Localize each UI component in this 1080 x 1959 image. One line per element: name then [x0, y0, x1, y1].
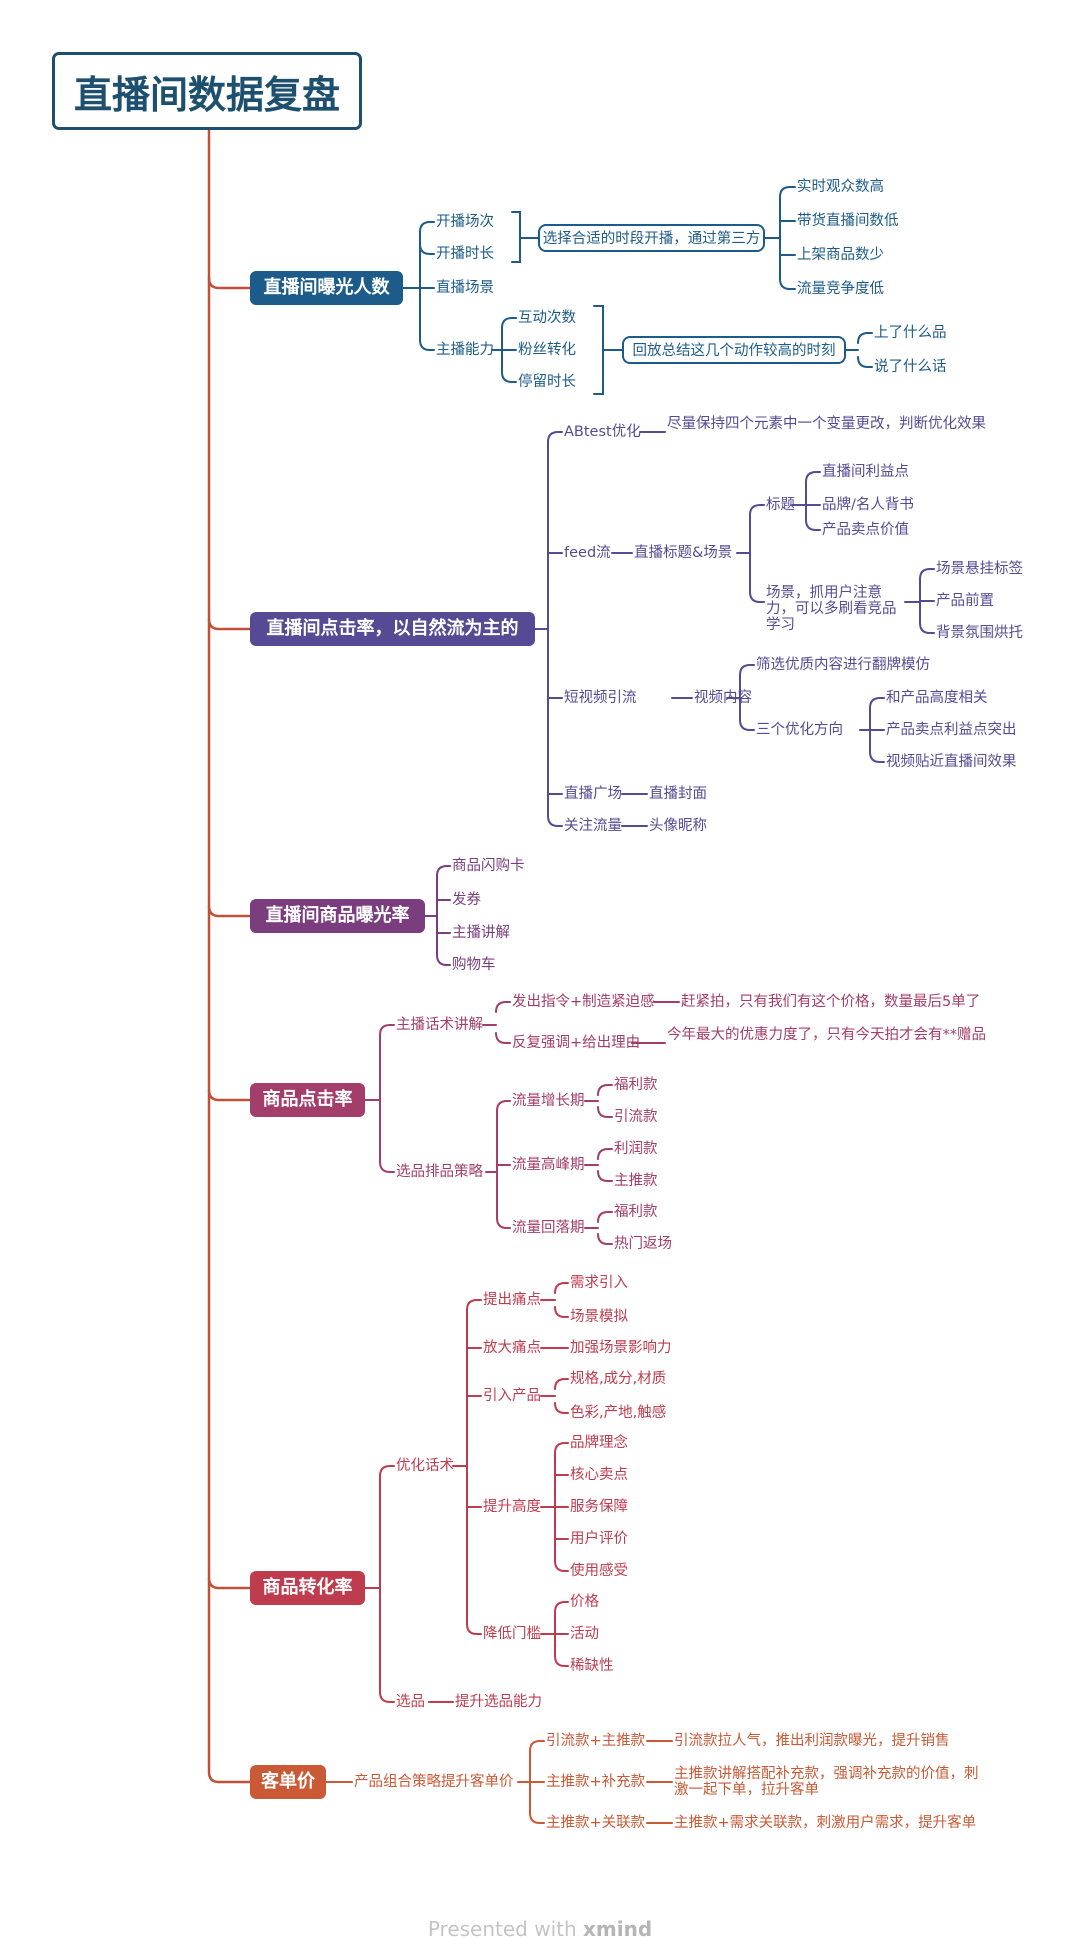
conversion-optimize[interactable]: 优化话术	[396, 1458, 454, 1474]
click-video-content-1[interactable]: 筛选优质内容进行翻牌模仿	[756, 657, 930, 673]
goods-click-phase-1[interactable]: 流量增长期	[512, 1093, 585, 1109]
click-title-2[interactable]: 品牌/名人背书	[822, 497, 914, 513]
click-direction-3[interactable]: 视频贴近直播间效果	[886, 754, 1017, 770]
branch-click[interactable]: 直播间点击率，以自然流为主的	[250, 612, 535, 646]
branch-price[interactable]: 客单价	[250, 1765, 326, 1799]
conversion-lower-2[interactable]: 活动	[570, 1626, 599, 1642]
goods-click-script-2-desc[interactable]: 今年最大的优惠力度了，只有今天拍才会有**赠品	[667, 1027, 986, 1043]
exposure-review-2[interactable]: 说了什么话	[874, 359, 947, 375]
goods-click-script-2[interactable]: 反复强调+给出理由	[512, 1035, 641, 1051]
conversion-pain-1[interactable]: 需求引入	[570, 1275, 628, 1291]
goods-click-phase-2a[interactable]: 利润款	[614, 1141, 658, 1157]
goods-click-strategy[interactable]: 选品排品策略	[396, 1164, 483, 1180]
conversion-lower-1[interactable]: 价格	[570, 1594, 599, 1610]
conversion-raise-5[interactable]: 使用感受	[570, 1563, 628, 1579]
goods-click-phase-1b[interactable]: 引流款	[614, 1109, 658, 1125]
exposure-scene[interactable]: 直播场景	[436, 280, 494, 296]
click-scene-label[interactable]: 场景，抓用户注意力，可以多刷看竞品学习	[766, 585, 897, 633]
click-abtest[interactable]: ABtest优化	[564, 424, 641, 440]
conversion-raise-1[interactable]: 品牌理念	[570, 1435, 628, 1451]
conversion-amplify[interactable]: 放大痛点	[483, 1340, 541, 1356]
goods-exposure-2[interactable]: 发券	[452, 892, 481, 908]
click-video-content[interactable]: 视频内容	[694, 690, 752, 706]
goods-exposure-1[interactable]: 商品闪购卡	[452, 858, 525, 874]
conversion-introduce-1[interactable]: 规格,成分,材质	[570, 1371, 667, 1387]
click-title-3[interactable]: 产品卖点价值	[822, 522, 909, 538]
price-combo[interactable]: 产品组合策略提升客单价	[354, 1774, 514, 1790]
click-plaza[interactable]: 直播广场	[564, 786, 622, 802]
click-scene-3[interactable]: 背景氛围烘托	[936, 625, 1023, 641]
click-scene-2[interactable]: 产品前置	[936, 593, 994, 609]
exposure-duration[interactable]: 开播时长	[436, 246, 494, 262]
price-combo-1-desc[interactable]: 引流款拉人气，推出利润款曝光，提升销售	[674, 1733, 950, 1749]
click-cover[interactable]: 直播封面	[649, 786, 707, 802]
exposure-sessions[interactable]: 开播场次	[436, 214, 494, 230]
goods-click-script-1[interactable]: 发出指令+制造紧迫感	[512, 994, 655, 1010]
conversion-raise-2[interactable]: 核心卖点	[570, 1467, 628, 1483]
goods-click-phase-2b[interactable]: 主推款	[614, 1173, 658, 1189]
conversion-lower[interactable]: 降低门槛	[483, 1626, 541, 1642]
click-avatar[interactable]: 头像昵称	[649, 818, 707, 834]
click-feed[interactable]: feed流	[564, 545, 611, 561]
click-direction-1[interactable]: 和产品高度相关	[886, 690, 988, 706]
goods-click-phase-3b[interactable]: 热门返场	[614, 1236, 672, 1252]
click-video-content-2[interactable]: 三个优化方向	[756, 722, 843, 738]
conversion-select[interactable]: 选品	[396, 1694, 425, 1710]
click-title-1[interactable]: 直播间利益点	[822, 464, 909, 480]
conversion-amplify-1[interactable]: 加强场景影响力	[570, 1340, 672, 1356]
exposure-third-party-2[interactable]: 带货直播间数低	[797, 213, 899, 229]
exposure-interact[interactable]: 互动次数	[518, 310, 576, 326]
exposure-third-party-4[interactable]: 流量竞争度低	[797, 281, 884, 297]
conversion-introduce-2[interactable]: 色彩,产地,触感	[570, 1405, 667, 1421]
footer-presented: Presented with	[427, 1917, 577, 1941]
footer-brand: xmind	[583, 1917, 653, 1941]
root-title[interactable]: 直播间数据复盘	[52, 52, 362, 130]
conversion-raise-3[interactable]: 服务保障	[570, 1499, 628, 1515]
price-combo-2-desc[interactable]: 主推款讲解搭配补充款，强调补充款的价值，刺激一起下单，拉升客单	[674, 1766, 979, 1798]
conversion-select-1[interactable]: 提升选品能力	[455, 1694, 542, 1710]
goods-click-phase-1a[interactable]: 福利款	[614, 1077, 658, 1093]
click-scene-1[interactable]: 场景悬挂标签	[936, 561, 1023, 577]
click-abtest-desc[interactable]: 尽量保持四个元素中一个变量更改，判断优化效果	[667, 416, 986, 432]
goods-click-script-1-desc[interactable]: 赶紧拍，只有我们有这个价格，数量最后5单了	[681, 994, 981, 1010]
conversion-introduce[interactable]: 引入产品	[483, 1388, 541, 1404]
goods-click-phase-3a[interactable]: 福利款	[614, 1204, 658, 1220]
exposure-third-party-1[interactable]: 实时观众数高	[797, 179, 884, 195]
click-feed-title[interactable]: 直播标题&场景	[634, 545, 733, 561]
goods-exposure-4[interactable]: 购物车	[452, 957, 496, 973]
exposure-ability[interactable]: 主播能力	[436, 342, 494, 358]
price-combo-1[interactable]: 引流款+主推款	[546, 1733, 646, 1749]
goods-click-phase-3[interactable]: 流量回落期	[512, 1220, 585, 1236]
goods-click-phase-2[interactable]: 流量高峰期	[512, 1157, 585, 1173]
price-combo-3[interactable]: 主推款+关联款	[546, 1815, 646, 1831]
price-combo-2[interactable]: 主推款+补充款	[546, 1774, 646, 1790]
exposure-review-1[interactable]: 上了什么品	[874, 325, 947, 341]
branch-goods-exposure[interactable]: 直播间商品曝光率	[250, 899, 425, 933]
branch-goods-click[interactable]: 商品点击率	[250, 1083, 365, 1117]
goods-exposure-3[interactable]: 主播讲解	[452, 925, 510, 941]
conversion-raise[interactable]: 提升高度	[483, 1499, 541, 1515]
exposure-review[interactable]: 回放总结这几个动作较高的时刻	[622, 336, 846, 364]
click-short-video[interactable]: 短视频引流	[564, 690, 637, 706]
conversion-raise-4[interactable]: 用户评价	[570, 1531, 628, 1547]
exposure-third-party-3[interactable]: 上架商品数少	[797, 247, 884, 263]
goods-click-script[interactable]: 主播话术讲解	[396, 1017, 483, 1033]
footer-watermark: Presented with xmind	[0, 1917, 1080, 1941]
exposure-stay[interactable]: 停留时长	[518, 374, 576, 390]
conversion-pain[interactable]: 提出痛点	[483, 1292, 541, 1308]
conversion-pain-2[interactable]: 场景模拟	[570, 1309, 628, 1325]
branch-conversion[interactable]: 商品转化率	[250, 1571, 365, 1605]
exposure-choose-time[interactable]: 选择合适的时段开播，通过第三方	[538, 224, 765, 252]
click-title-label[interactable]: 标题	[766, 497, 795, 513]
price-combo-3-desc[interactable]: 主推款+需求关联款，刺激用户需求，提升客单	[674, 1815, 977, 1831]
conversion-lower-3[interactable]: 稀缺性	[570, 1658, 614, 1674]
click-follow[interactable]: 关注流量	[564, 818, 622, 834]
click-direction-2[interactable]: 产品卖点利益点突出	[886, 722, 1017, 738]
branch-exposure[interactable]: 直播间曝光人数	[250, 271, 403, 305]
exposure-fans[interactable]: 粉丝转化	[518, 342, 576, 358]
